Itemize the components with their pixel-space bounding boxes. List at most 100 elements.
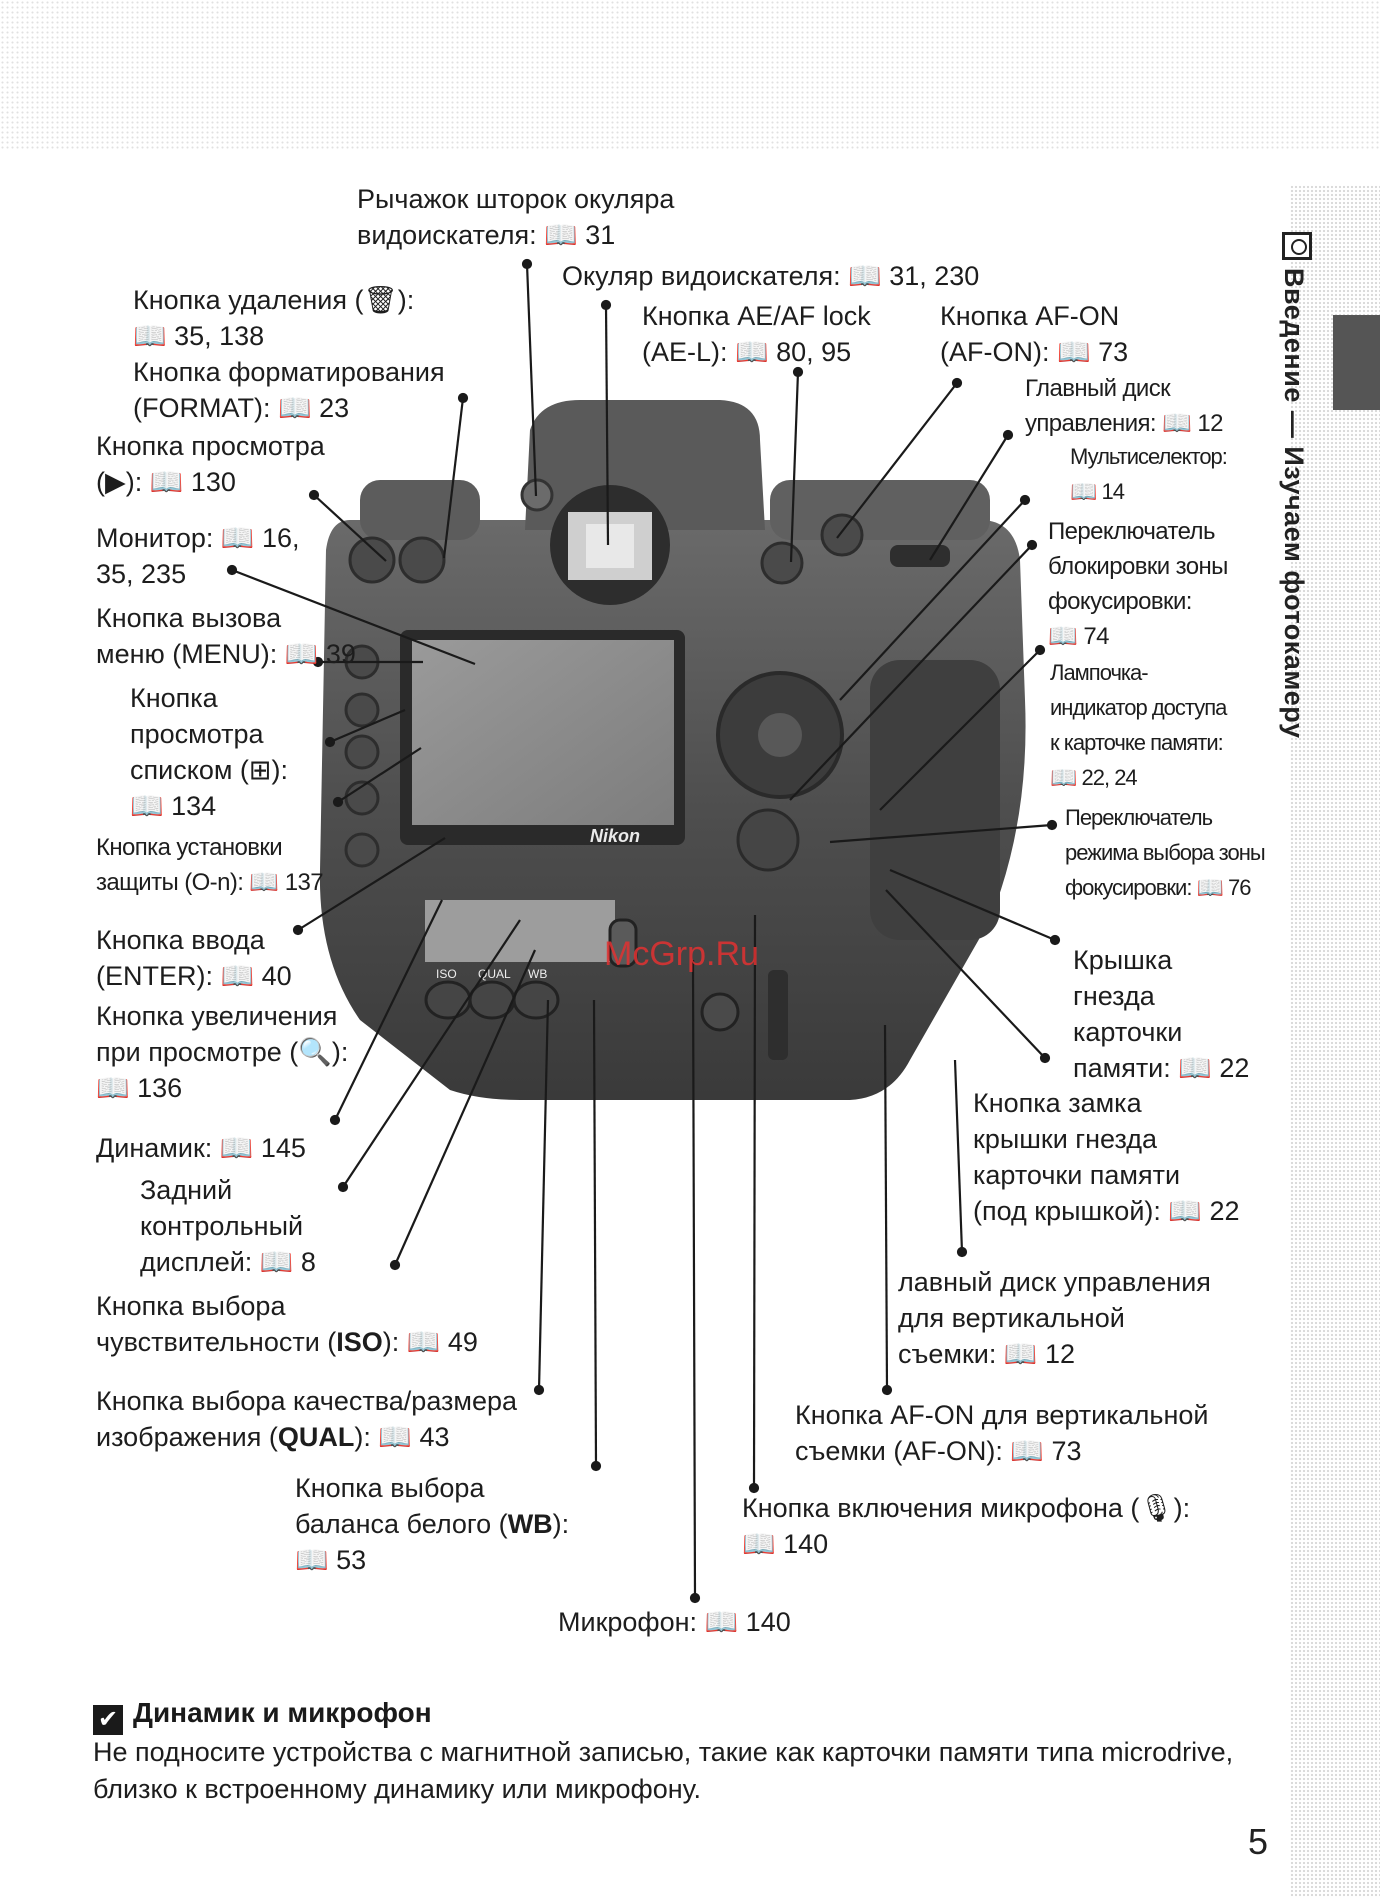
callout-line: 📖 134 — [130, 791, 217, 821]
callout-line: Кнопка AE/AF lock — [642, 301, 871, 331]
callout-line: индикатор доступа — [1050, 695, 1227, 720]
callout-keyword: WB — [507, 1509, 553, 1539]
callout-multiselector: Мультиселектор: 📖 14 — [1070, 439, 1228, 509]
vertical-dial-shape — [768, 970, 788, 1060]
callout-rear-display: Задний контрольный дисплей: 📖 8 — [140, 1172, 316, 1280]
callout-line: Кнопка вызова — [96, 603, 282, 633]
callout-ae-af-lock: Кнопка AE/AF lock (AE-L): 📖 80, 95 — [642, 298, 871, 370]
thumbnail-button-shape — [344, 692, 380, 728]
callout-line: Кнопка увеличения — [96, 1001, 338, 1031]
callout-focus-area-switch: Переключатель режима выбора зоны фокусир… — [1065, 800, 1266, 905]
callout-mic-button: Кнопка включения микрофона (🎙): 📖 140 — [742, 1490, 1190, 1562]
callout-line: 📖 22, 24 — [1050, 765, 1138, 790]
delete-button-shape — [348, 536, 396, 584]
chapter-tab — [1333, 315, 1380, 410]
callout-line: видоискателя: 📖 31 — [357, 220, 616, 250]
callout-text: ): 📖 43 — [354, 1422, 450, 1452]
callout-line: Задний — [140, 1175, 233, 1205]
top-deck-left — [360, 480, 480, 540]
callout-keyword: QUAL — [277, 1422, 355, 1452]
callout-line: Динамик: 📖 145 — [96, 1133, 306, 1163]
callout-af-on: Кнопка AF-ON (AF-ON): 📖 73 — [940, 298, 1128, 370]
callout-line: Переключатель — [1065, 805, 1213, 830]
note-body: Не подносите устройства с магнитной запи… — [93, 1737, 1234, 1804]
callout-line: (FORMAT): 📖 23 — [133, 393, 350, 423]
callout-card-cover: Крышка гнезда карточки памяти: 📖 22 — [1073, 942, 1249, 1086]
callout-line: для вертикальной — [898, 1303, 1125, 1333]
callout-line: лавный диск управления — [898, 1267, 1211, 1297]
callout-line: Кнопка выбора — [295, 1473, 485, 1503]
callout-text: чувствительности ( — [96, 1327, 337, 1357]
callout-line: (▶): 📖 130 — [96, 467, 236, 497]
page-number: 5 — [1248, 1821, 1269, 1862]
callout-text: ): 📖 49 — [382, 1327, 478, 1357]
callout-line: Кнопка ввода — [96, 925, 265, 955]
callout-line: Кнопка — [130, 683, 218, 713]
note-heading: ✔Динамик и микрофон — [93, 1697, 432, 1735]
callout-text: изображения ( — [96, 1422, 278, 1452]
callout-access-lamp: Лампочка- индикатор доступа к карточке п… — [1050, 655, 1227, 795]
callout-line: чувствительности (ISO): 📖 49 — [96, 1324, 478, 1360]
callout-vertical-dial: лавный диск управления для вертикальной … — [898, 1264, 1211, 1372]
callout-line: Кнопка выбора — [96, 1291, 286, 1321]
callout-line: к карточке памяти: — [1050, 730, 1224, 755]
af-on-shape — [820, 513, 864, 557]
rear-control-display — [425, 900, 615, 962]
callout-line: 📖 140 — [742, 1529, 829, 1559]
watermark: McGrp.Ru — [604, 935, 759, 973]
callout-line: карточки памяти — [973, 1160, 1181, 1190]
protect-button-shape — [344, 734, 380, 770]
callout-line: 35, 235 — [96, 559, 187, 589]
enter-button-shape — [344, 832, 380, 868]
callout-line: памяти: 📖 22 — [1073, 1053, 1250, 1083]
callout-line: Кнопка установки — [96, 834, 283, 861]
callout-line: 📖 53 — [295, 1545, 367, 1575]
callout-card-cover-lock: Кнопка замка крышки гнезда карточки памя… — [973, 1085, 1240, 1229]
callout-line: Главный диск — [1025, 375, 1171, 402]
callout-line: Микрофон: 📖 140 — [558, 1607, 791, 1637]
eyepiece-window-inner — [586, 524, 634, 568]
callout-delete-button: Кнопка удаления (🗑): 📖 35, 138 — [133, 282, 414, 354]
callout-line: Кнопка включения микрофона (🎙): — [742, 1493, 1191, 1523]
checkmark-icon: ✔ — [93, 1705, 123, 1735]
callout-line: 📖 74 — [1048, 623, 1109, 650]
callout-line: изображения (QUAL): 📖 43 — [96, 1419, 517, 1455]
callout-monitor: Монитор: 📖 16, 35, 235 — [96, 520, 300, 592]
callout-line: Кнопка AF-ON — [940, 301, 1120, 331]
callout-protect-button: Кнопка установки защиты (O-n): 📖 137 — [96, 830, 324, 900]
callout-line: Окуляр видоискателя: 📖 31, 230 — [562, 261, 980, 291]
callout-qual-button: Кнопка выбора качества/размера изображен… — [96, 1383, 517, 1455]
iso-button-label: ISO — [436, 967, 457, 981]
callout-line: защиты (O-n): 📖 137 — [96, 869, 324, 896]
callout-line: Кнопка удаления (🗑): — [133, 285, 415, 315]
callout-line: 📖 136 — [96, 1073, 183, 1103]
wb-button-label: WB — [528, 967, 547, 981]
lcd-monitor — [412, 640, 674, 825]
callout-line: Кнопка замка — [973, 1088, 1142, 1118]
callout-line: гнезда — [1073, 981, 1155, 1011]
callout-line: фокусировки: 📖 76 — [1065, 875, 1252, 900]
callout-line: Мультиселектор: — [1070, 444, 1228, 469]
callout-vertical-af-on: Кнопка AF-ON для вертикальной съемки (AF… — [795, 1397, 1209, 1469]
mic-button-shape — [608, 918, 638, 968]
callout-text: ): — [552, 1509, 570, 1539]
focus-area-switch-shape — [736, 808, 800, 872]
callout-playback-button: Кнопка просмотра (▶): 📖 130 — [96, 428, 325, 500]
multiselector-center — [758, 713, 802, 757]
callout-enter-button: Кнопка ввода (ENTER): 📖 40 — [96, 922, 292, 994]
callout-zoom-button: Кнопка увеличения при просмотре (🔍): 📖 1… — [96, 998, 348, 1106]
callout-text: баланса белого ( — [295, 1509, 508, 1539]
callout-line: баланса белого (WB): — [295, 1506, 569, 1542]
callout-iso-button: Кнопка выбора чувствительности (ISO): 📖 … — [96, 1288, 478, 1360]
callout-line: съемки (AF-ON): 📖 73 — [795, 1436, 1082, 1466]
format-button-shape — [398, 536, 446, 584]
callout-line: блокировки зоны — [1048, 553, 1228, 580]
callout-line: (под крышкой): 📖 22 — [973, 1196, 1240, 1226]
callout-line: управления: 📖 12 — [1025, 410, 1223, 437]
callout-line: фокусировки: — [1048, 588, 1192, 615]
section-title: Введение — Изучаем фотокамеру — [1279, 268, 1309, 739]
callout-line: Лампочка- — [1050, 660, 1149, 685]
callout-format-button: Кнопка форматирования (FORMAT): 📖 23 — [133, 354, 445, 426]
callout-line: (AF-ON): 📖 73 — [940, 337, 1129, 367]
